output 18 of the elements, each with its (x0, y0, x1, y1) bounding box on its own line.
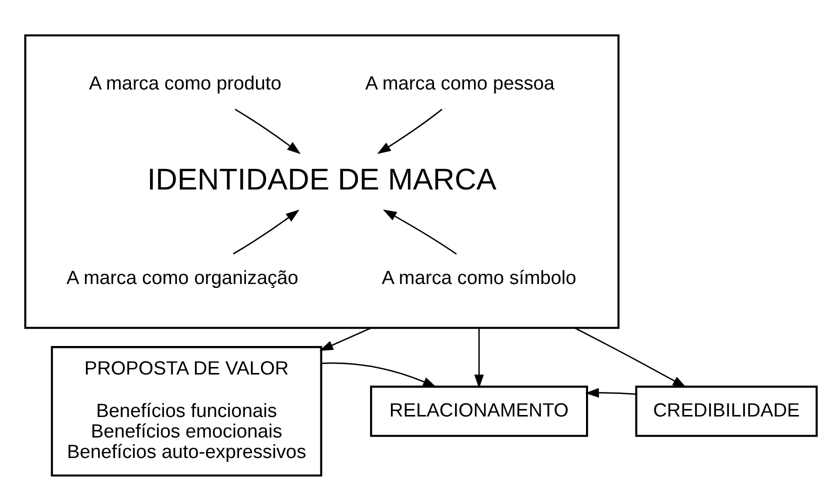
node-box: CREDIBILIDADE (635, 385, 818, 436)
node-text: A marca como pessoa (365, 73, 555, 94)
arrow (232, 209, 300, 254)
arrow (474, 327, 484, 388)
node-text: A marca como organização (66, 267, 298, 288)
node-text: IDENTIDADE DE MARCA (147, 162, 496, 196)
cluster (24, 34, 620, 328)
arrow (321, 362, 437, 387)
arrow (319, 326, 372, 350)
arrow (234, 108, 301, 154)
arrow (377, 108, 442, 154)
node-box: RELACIONAMENTO (370, 385, 588, 436)
node-box: PROPOSTA DE VALOR Benefícios funcionais Benefícios emocionais Benefícios auto-expressivos (50, 346, 322, 476)
arrow (585, 388, 636, 398)
arrow (382, 209, 457, 254)
arrow (574, 326, 686, 388)
node-text: A marca como produto (88, 73, 282, 94)
node-text: A marca como símbolo (382, 267, 576, 288)
